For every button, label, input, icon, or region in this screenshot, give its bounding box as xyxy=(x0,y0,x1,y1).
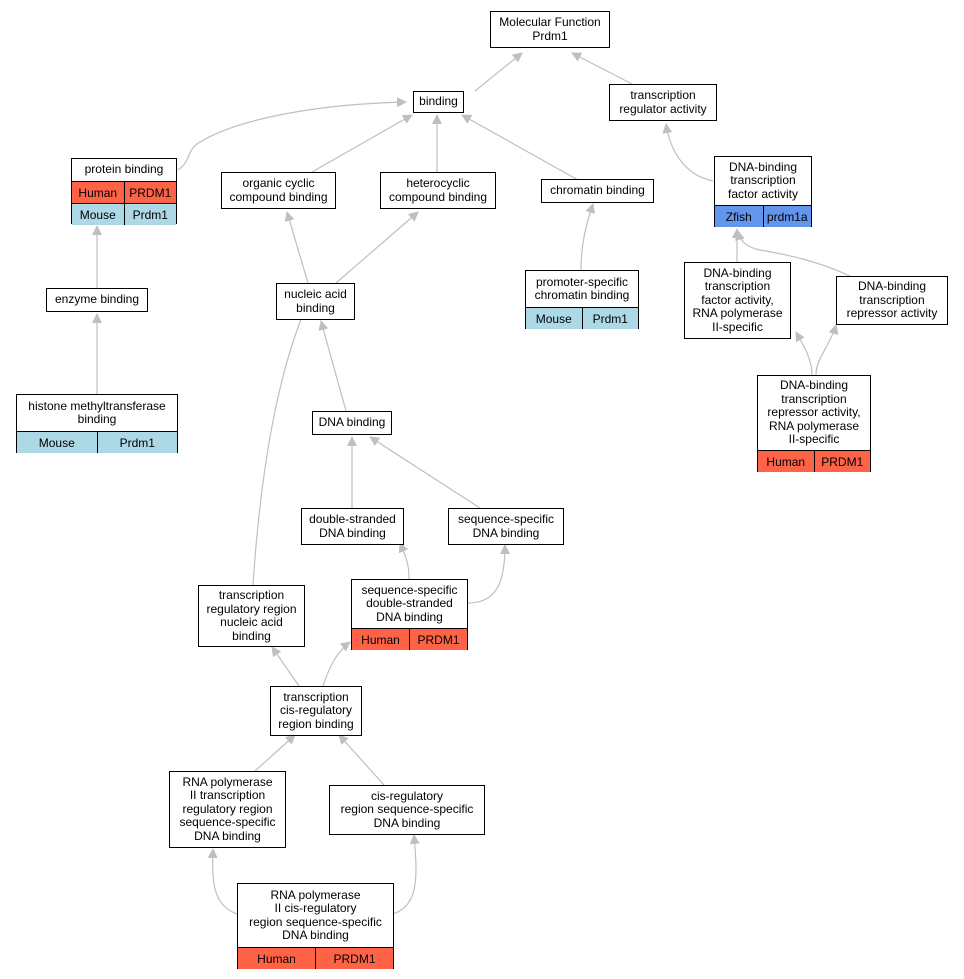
edge-ssds-to-ssdna xyxy=(467,544,510,604)
node-label: enzyme binding xyxy=(54,292,140,307)
gene-cell: prdm1a xyxy=(762,206,812,227)
node-label: DNA-binding transcription repressor acti… xyxy=(767,378,861,447)
node-label: DNA-binding transcription factor activit… xyxy=(727,159,799,201)
edge-pol2trr-to-cis xyxy=(254,734,296,772)
node-label: promoter-specific chromatin binding xyxy=(534,274,630,302)
edge-protein-to-binding xyxy=(177,97,407,171)
edge-dbtra-pol2-to-dbtra xyxy=(815,324,839,376)
annotation-row: Mouse Prdm1 xyxy=(72,203,176,225)
node-label: nucleic acid binding xyxy=(284,287,347,315)
species-cell: Human xyxy=(766,454,806,469)
edge-cis-to-ssds xyxy=(322,641,351,687)
node-label: DNA-binding transcription factor activit… xyxy=(692,265,783,334)
go-node-promoter-specific-chromatin-binding[interactable]: promoter-specific chromatin binding Mous… xyxy=(525,270,639,329)
annotation-row: Human PRDM1 xyxy=(72,181,176,203)
edge-binding-to-root xyxy=(474,52,523,92)
go-node-nucleic-acid-binding[interactable]: nucleic acid binding xyxy=(276,283,355,320)
go-node-dna-binding-transcription-factor-activity[interactable]: DNA-binding transcription factor activit… xyxy=(714,156,812,227)
node-label: transcription regulatory region nucleic … xyxy=(206,588,297,643)
annotation-row: Human PRDM1 xyxy=(758,450,870,472)
go-node-dna-binding-tra-pol2-specific[interactable]: DNA-binding transcription repressor acti… xyxy=(757,375,871,472)
annotation-row: Human PRDM1 xyxy=(238,947,393,969)
species-cell: Mouse xyxy=(535,311,572,326)
annotation-row: Zfish prdm1a xyxy=(715,205,811,227)
node-label: protein binding xyxy=(84,162,164,177)
go-node-double-stranded-dna-binding[interactable]: double-stranded DNA binding xyxy=(301,508,404,545)
go-node-sequence-specific-double-stranded-dna-binding[interactable]: sequence-specific double-stranded DNA bi… xyxy=(351,579,468,650)
go-node-histone-methyltransferase-binding[interactable]: histone methyltransferase binding Mouse P… xyxy=(16,394,178,453)
go-node-rna-pol2-cis-regulatory-region-ss-dna-binding[interactable]: RNA polymerase II cis-regulatory region … xyxy=(237,883,394,969)
go-node-chromatin-binding[interactable]: chromatin binding xyxy=(541,179,654,203)
node-label: DNA-binding transcription repressor acti… xyxy=(846,279,938,321)
go-node-enzyme-binding[interactable]: enzyme binding xyxy=(46,288,148,312)
annotation-row: Mouse Prdm1 xyxy=(17,431,177,453)
go-node-dna-binding-tfa-pol2-specific[interactable]: DNA-binding transcription factor activit… xyxy=(684,262,791,339)
edge-organic-to-binding xyxy=(311,114,413,173)
go-node-rna-pol2-transcription-regulatory-region-ss-dna-binding[interactable]: RNA polymerase II transcription regulato… xyxy=(169,771,286,848)
node-label: cis-regulatory region sequence-specific … xyxy=(340,788,474,830)
node-label: chromatin binding xyxy=(550,183,645,198)
gene-cell: PRDM1 xyxy=(409,629,467,650)
node-label: transcription regulator activity xyxy=(619,88,707,116)
node-label: binding xyxy=(419,94,458,109)
edge-dbtra-pol2-to-dbtfa-pol2 xyxy=(795,331,813,376)
gene-cell: PRDM1 xyxy=(315,948,393,969)
go-node-dna-binding[interactable]: DNA binding xyxy=(312,411,392,435)
edge-chromatin-to-binding xyxy=(461,114,579,181)
node-label: histone methyltransferase binding xyxy=(28,398,166,426)
gene-cell: PRDM1 xyxy=(123,182,177,203)
node-label: heterocyclic compound binding xyxy=(388,176,488,204)
go-node-transcription-cis-regulatory-region-binding[interactable]: transcription cis-regulatory region bind… xyxy=(270,686,362,736)
edge-cis-to-trr xyxy=(271,646,300,687)
edge-nucleic-to-organic xyxy=(284,211,309,284)
edge-ssds-to-dsdna xyxy=(398,542,410,580)
go-node-sequence-specific-dna-binding[interactable]: sequence-specific DNA binding xyxy=(448,508,564,545)
go-node-binding[interactable]: binding xyxy=(413,91,464,113)
go-node-transcription-regulator-activity[interactable]: transcription regulator activity xyxy=(609,84,717,121)
go-node-dna-binding-transcription-repressor-activity[interactable]: DNA-binding transcription repressor acti… xyxy=(836,276,948,325)
edge-promoter-to-chromatin xyxy=(580,203,595,271)
gene-cell: PRDM1 xyxy=(813,451,871,472)
edge-dbtfa-to-tra xyxy=(662,123,714,182)
go-node-organic-cyclic-compound-binding[interactable]: organic cyclic compound binding xyxy=(221,172,336,209)
edge-tra-to-root xyxy=(571,52,633,85)
node-label: organic cyclic compound binding xyxy=(229,176,328,204)
go-node-cis-regulatory-region-ss-dna-binding[interactable]: cis-regulatory region sequence-specific … xyxy=(329,785,485,835)
edge-ssdna-to-dna xyxy=(369,436,481,509)
go-node-heterocyclic-compound-binding[interactable]: heterocyclic compound binding xyxy=(380,172,496,209)
go-node-molecular-function[interactable]: Molecular Function Prdm1 xyxy=(490,11,610,48)
node-label: RNA polymerase II transcription regulato… xyxy=(179,774,276,843)
edge-pol2cis-to-cisss xyxy=(392,834,420,915)
edge-dbtra-to-dbtfa xyxy=(735,230,851,277)
node-label: sequence-specific double-stranded DNA bi… xyxy=(361,582,458,624)
edge-dna-to-nucleic xyxy=(318,320,347,412)
annotation-row: Mouse Prdm1 xyxy=(526,307,638,329)
edge-trr-to-nucleic xyxy=(252,306,308,586)
node-label: DNA binding xyxy=(318,415,386,430)
annotation-row: Human PRDM1 xyxy=(352,628,467,650)
node-label: RNA polymerase II cis-regulatory region … xyxy=(249,887,382,942)
gene-cell: Prdm1 xyxy=(581,308,639,329)
edge-pol2cis-to-pol2trr xyxy=(207,848,238,915)
node-label: double-stranded DNA binding xyxy=(309,512,396,540)
node-label: Molecular Function Prdm1 xyxy=(499,15,601,43)
species-cell: Human xyxy=(78,185,118,200)
node-label: sequence-specific DNA binding xyxy=(457,512,555,540)
species-cell: Zfish xyxy=(725,209,752,224)
species-cell: Mouse xyxy=(79,207,116,222)
gene-cell: Prdm1 xyxy=(96,432,178,453)
gene-cell: Prdm1 xyxy=(123,204,177,225)
edge-nucleic-to-hetero xyxy=(335,211,419,284)
node-label: transcription cis-regulatory region bind… xyxy=(278,689,354,731)
go-node-transcription-regulatory-region-nucleic-acid-binding[interactable]: transcription regulatory region nucleic … xyxy=(198,585,305,647)
edge-cisss-to-cis xyxy=(338,734,385,786)
species-cell: Mouse xyxy=(38,435,75,450)
species-cell: Human xyxy=(361,632,400,647)
species-cell: Human xyxy=(257,951,296,966)
